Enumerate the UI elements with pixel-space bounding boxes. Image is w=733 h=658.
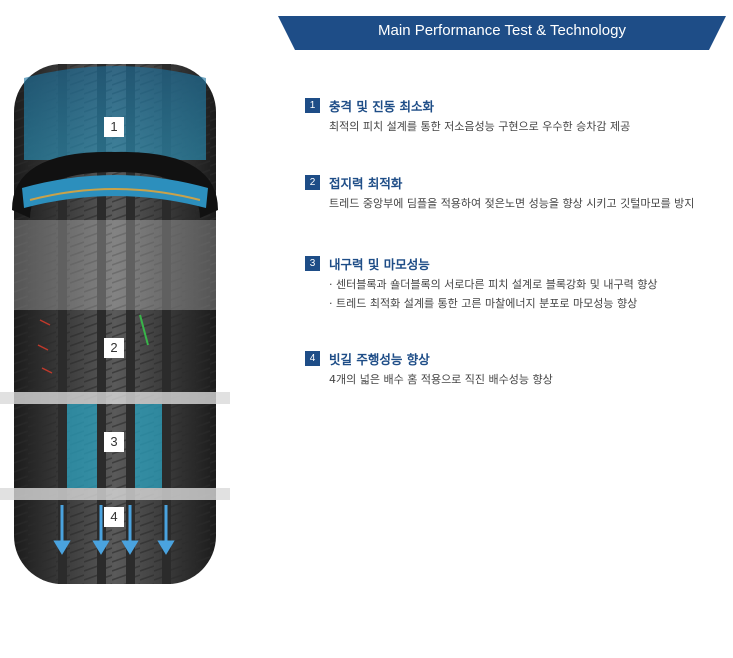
feature-3: 3 내구력 및 마모성능 · 센터블록과 숄더블록의 서로다른 피치 설계로 블… xyxy=(305,254,715,313)
feature-4-desc: 4개의 넓은 배수 홈 적용으로 직진 배수성능 향상 xyxy=(329,373,553,386)
tire-image xyxy=(0,64,230,584)
tire-label-2: 2 xyxy=(104,338,124,358)
feature-3-number: 3 xyxy=(305,255,320,271)
feature-2: 2 접지력 최적화 트레드 중앙부에 딤플을 적용하여 젖은노면 성능을 향상 … xyxy=(305,173,715,213)
tire-label-3: 3 xyxy=(104,432,124,452)
feature-1: 1 충격 및 진동 최소화 최적의 피치 설계를 통한 저소음성능 구현으로 우… xyxy=(305,96,715,136)
feature-1-title: 충격 및 진동 최소화 xyxy=(329,98,435,114)
banner-title: Main Performance Test & Technology xyxy=(378,22,626,39)
feature-2-number: 2 xyxy=(305,174,320,190)
feature-1-desc: 최적의 피치 설계를 통한 저소음성능 구현으로 우수한 승차감 제공 xyxy=(329,120,631,133)
feature-2-desc: 트레드 중앙부에 딤플을 적용하여 젖은노면 성능을 향상 시키고 깃털마모를 … xyxy=(329,197,695,210)
feature-3-desc-1: · 센터블록과 숄더블록의 서로다른 피치 설계로 블록강화 및 내구력 향상 xyxy=(329,278,658,291)
tire-label-4: 4 xyxy=(104,507,124,527)
feature-4: 4 빗길 주행성능 향상 4개의 넓은 배수 홈 적용으로 직진 배수성능 향상 xyxy=(305,349,715,389)
feature-4-number: 4 xyxy=(305,350,320,366)
tire-illustration: 1 2 3 4 xyxy=(0,60,230,590)
feature-2-title: 접지력 최적화 xyxy=(329,175,403,191)
feature-4-title: 빗길 주행성능 향상 xyxy=(329,351,430,367)
banner-shape xyxy=(278,16,726,50)
feature-3-title: 내구력 및 마모성능 xyxy=(329,256,430,272)
section-banner: Main Performance Test & Technology xyxy=(278,16,726,50)
tire-label-1: 1 xyxy=(104,117,124,137)
feature-3-desc-2: · 트레드 최적화 설계를 통한 고른 마찰에너지 분포로 마모성능 향상 xyxy=(329,297,638,310)
feature-1-number: 1 xyxy=(305,97,320,113)
